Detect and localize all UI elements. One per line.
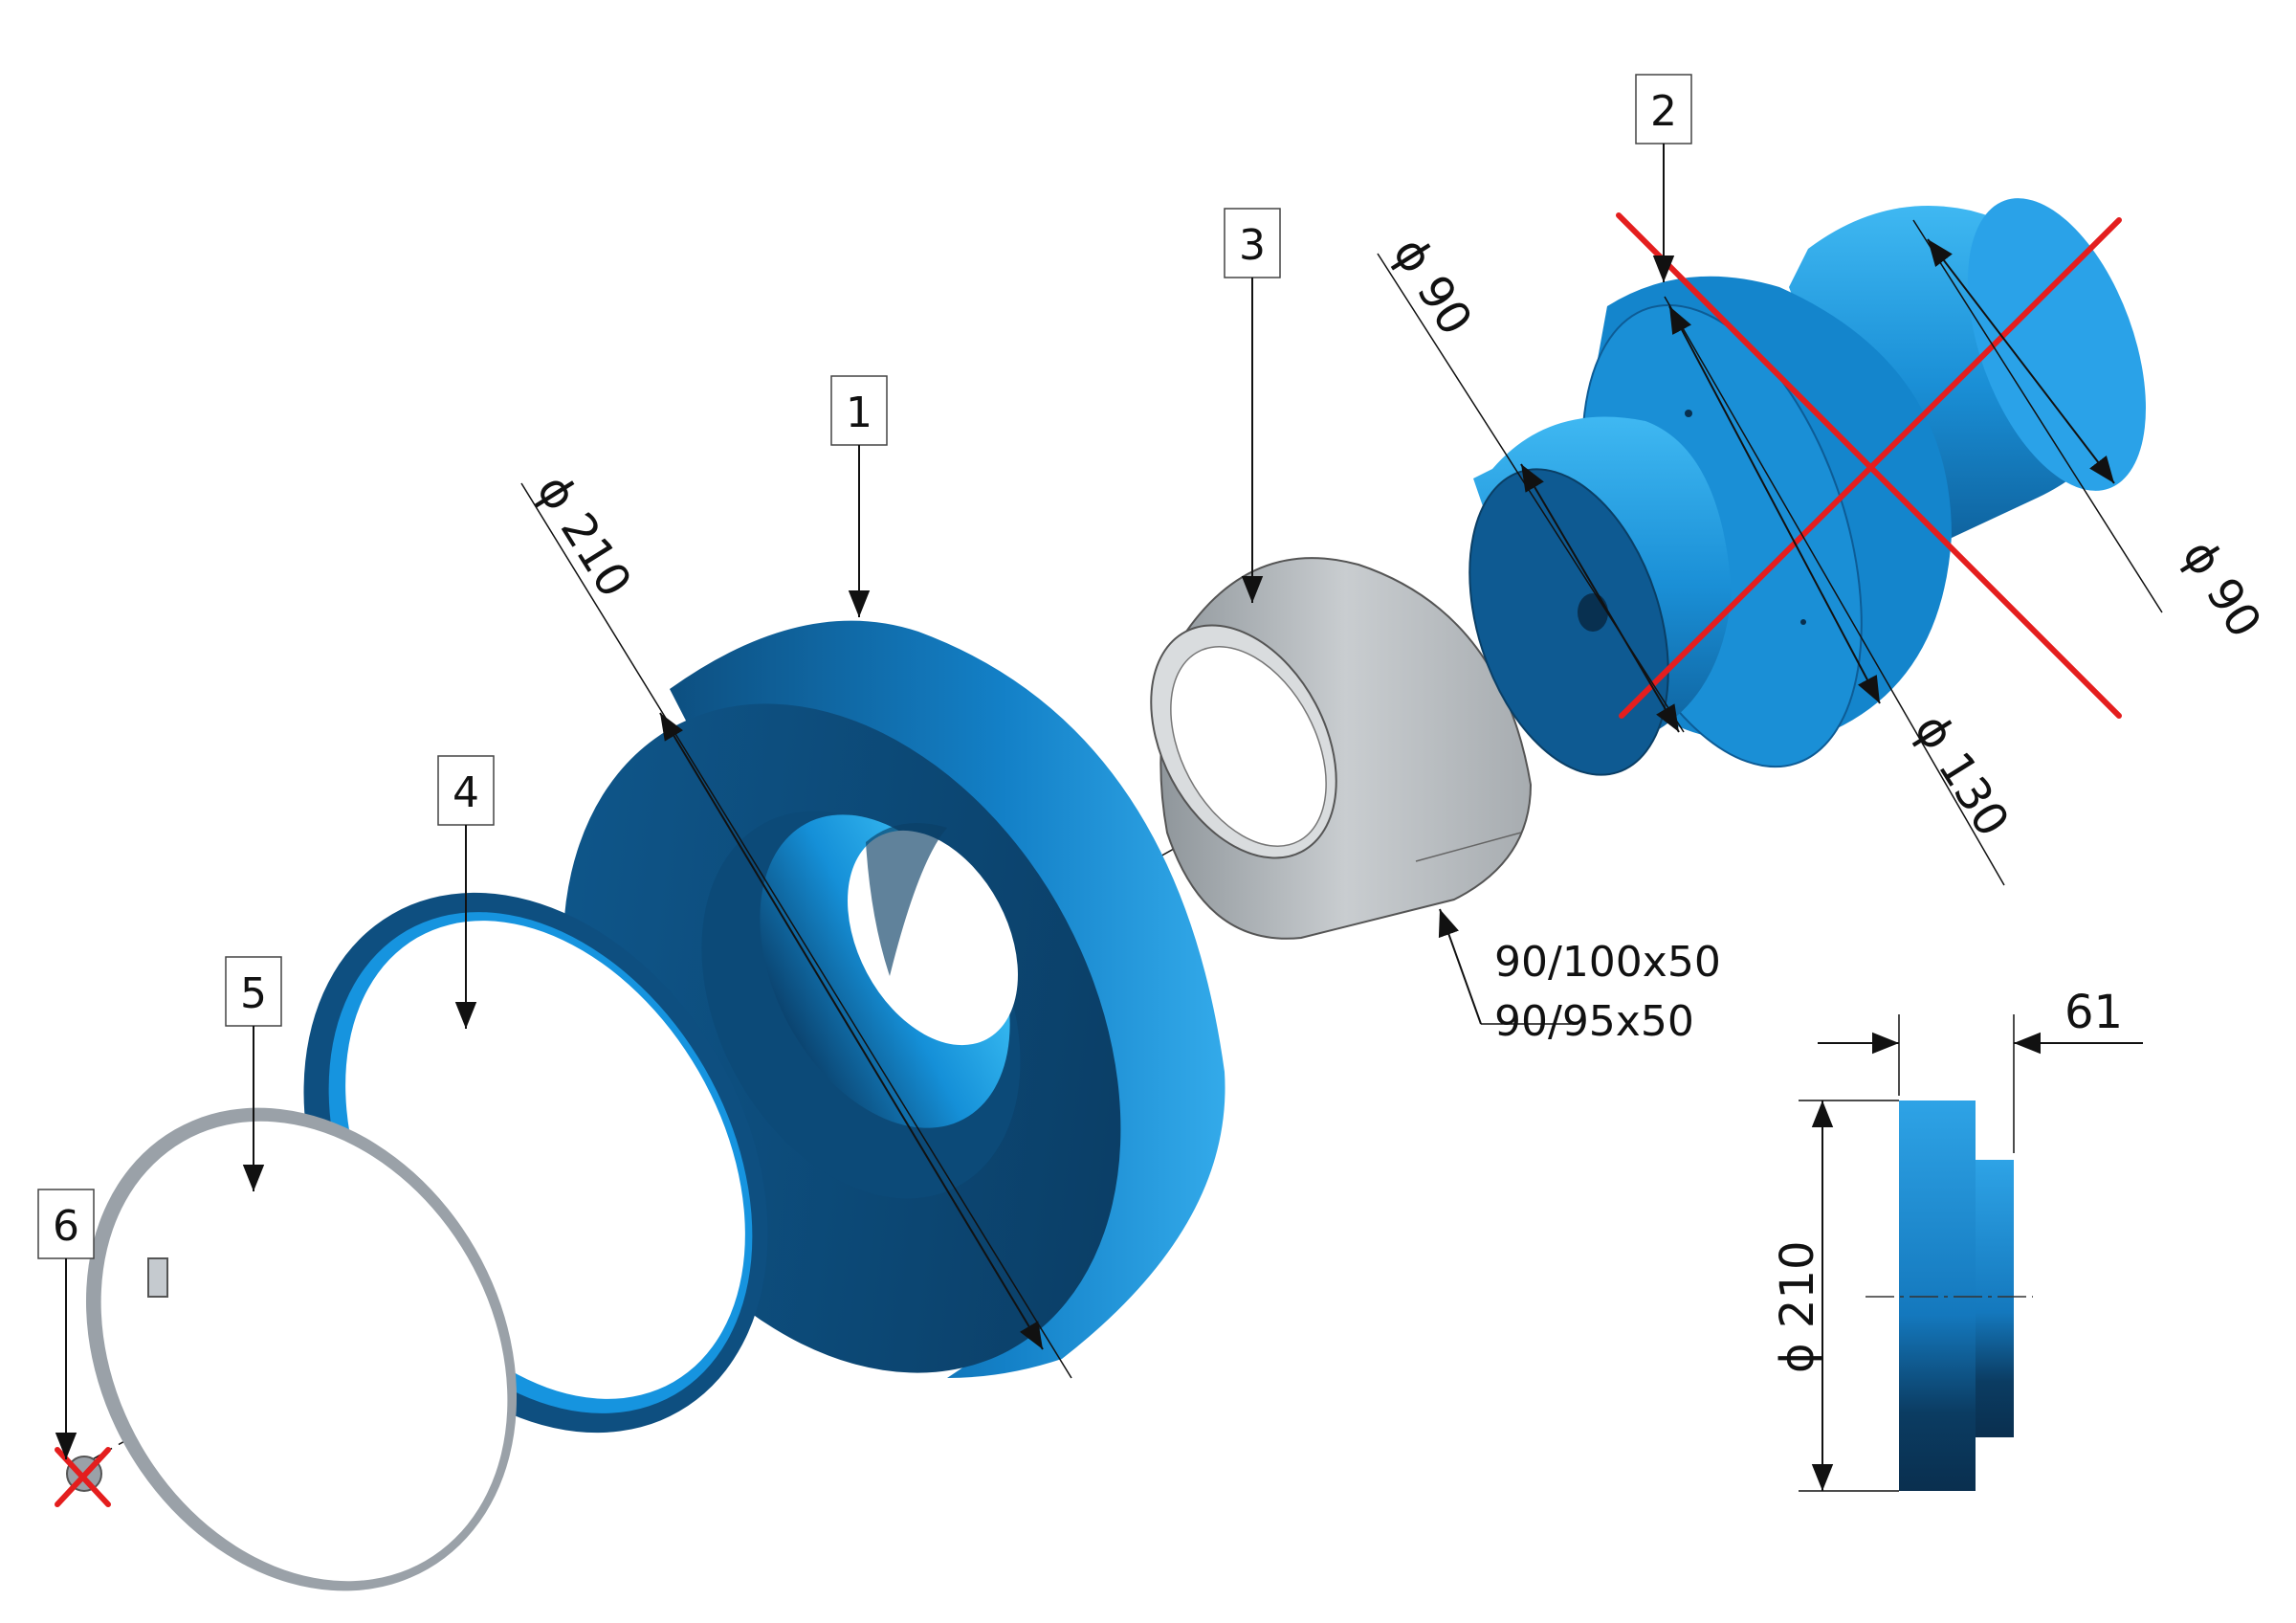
- callout-4: 4: [437, 755, 495, 1029]
- part-6-screw: [55, 1447, 111, 1507]
- svg-text:ϕ 130: ϕ 130: [1904, 705, 2020, 846]
- svg-text:1: 1: [846, 389, 872, 437]
- dim-bushing-size: 90/100x50 90/95x50: [1438, 908, 1721, 1046]
- svg-text:ϕ 210: ϕ 210: [526, 466, 642, 607]
- svg-text:5: 5: [240, 969, 267, 1018]
- dim-side-diameter: ϕ 210: [1771, 1240, 1824, 1373]
- svg-text:3: 3: [1239, 221, 1266, 270]
- callout-3: 3: [1224, 208, 1281, 603]
- svg-text:90/100x50: 90/100x50: [1494, 938, 1721, 987]
- callout-5: 5: [225, 956, 282, 1191]
- callout-2: 2: [1635, 74, 1692, 282]
- callout-6: 6: [37, 1189, 95, 1459]
- part-5-circlip: [85, 1107, 518, 1591]
- svg-text:2: 2: [1650, 87, 1677, 136]
- part-2-shaft: [1468, 198, 2146, 776]
- svg-text:4: 4: [453, 768, 479, 817]
- svg-text:ϕ 90: ϕ 90: [2172, 531, 2272, 647]
- part-3-bushing: [1150, 557, 1533, 940]
- svg-text:6: 6: [53, 1202, 79, 1251]
- dim-side-width: 61: [2064, 986, 2123, 1039]
- side-view: 61 ϕ 210: [1771, 986, 2143, 1492]
- svg-text:90/95x50: 90/95x50: [1494, 997, 1694, 1046]
- callout-1: 1: [830, 375, 888, 617]
- svg-text:ϕ 90: ϕ 90: [1382, 229, 1483, 345]
